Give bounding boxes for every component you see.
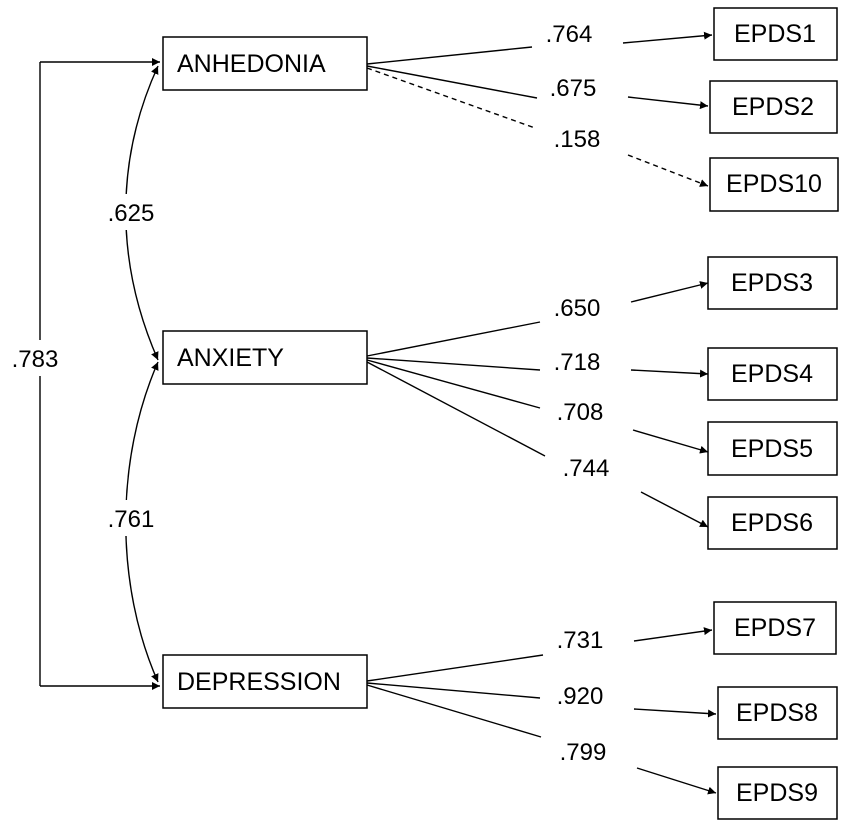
item-epds4-label: EPDS4 xyxy=(731,360,813,388)
item-epds8-box: EPDS8 xyxy=(717,686,838,740)
factor-anxiety-label: ANXIETY xyxy=(177,344,284,372)
path-depression-epds8-b xyxy=(633,708,717,718)
depression-loading-paths xyxy=(366,627,717,795)
path-anxiety-epds5-a xyxy=(366,359,541,409)
path-anxiety-epds4-b xyxy=(630,369,709,378)
path-anhedonia-epds2-b xyxy=(627,96,709,110)
item-epds3-label: EPDS3 xyxy=(731,269,813,297)
path-anhedonia-epds1-a xyxy=(366,46,533,65)
path-anxiety-epds3-b xyxy=(630,281,709,303)
path-anxiety-epds6-b xyxy=(640,491,709,528)
item-epds7-label: EPDS7 xyxy=(734,614,816,642)
factor-anhedonia-label: ANHEDONIA xyxy=(177,50,326,78)
path-anhedonia-epds1-b xyxy=(622,31,713,44)
path-anxiety-epds5-b xyxy=(632,429,709,454)
loading-epds6: .744 xyxy=(563,455,610,482)
item-epds6-box: EPDS6 xyxy=(707,496,838,550)
loading-epds10: .158 xyxy=(554,126,601,153)
path-anhedonia-epds2-a xyxy=(366,65,538,99)
factor-anxiety-box: ANXIETY xyxy=(162,330,368,385)
anxiety-loading-paths xyxy=(366,281,709,528)
loading-epds1: .764 xyxy=(546,21,593,48)
path-depression-epds8-a xyxy=(366,682,541,699)
item-epds1-label: EPDS1 xyxy=(734,20,816,48)
item-epds6-label: EPDS6 xyxy=(731,509,813,537)
item-epds4-box: EPDS4 xyxy=(707,347,838,401)
loading-epds2: .675 xyxy=(550,75,597,102)
factor-depression-box: DEPRESSION xyxy=(162,654,368,709)
path-anxiety-epds4-a xyxy=(366,357,541,371)
item-epds7-box: EPDS7 xyxy=(713,601,837,655)
factor-anhedonia-box: ANHEDONIA xyxy=(162,36,368,91)
item-epds5-label: EPDS5 xyxy=(731,435,813,463)
path-anhedonia-epds10-a xyxy=(366,67,536,129)
item-epds10-label: EPDS10 xyxy=(726,170,822,198)
loading-epds4: .718 xyxy=(554,349,601,376)
anxiety-depression-correlation-label: .761 xyxy=(108,506,155,533)
loading-epds9: .799 xyxy=(560,739,607,766)
item-epds1-box: EPDS1 xyxy=(713,7,838,61)
item-epds9-label: EPDS9 xyxy=(736,779,818,807)
factor-depression-label: DEPRESSION xyxy=(177,668,341,696)
item-epds3-box: EPDS3 xyxy=(707,256,838,310)
loading-epds7: .731 xyxy=(557,627,604,654)
path-anxiety-epds6-a xyxy=(366,361,546,457)
item-epds10-box: EPDS10 xyxy=(709,157,839,212)
loading-epds8: .920 xyxy=(557,683,604,710)
loading-epds5: .708 xyxy=(557,399,604,426)
path-anhedonia-epds10-b xyxy=(627,154,709,187)
path-depression-epds9-b xyxy=(636,767,717,795)
item-epds9-box: EPDS9 xyxy=(717,766,838,820)
item-epds8-label: EPDS8 xyxy=(736,699,818,727)
anhedonia-depression-correlation-label: .783 xyxy=(12,346,59,373)
anhedonia-anxiety-correlation-label: .625 xyxy=(108,200,155,227)
item-epds2-box: EPDS2 xyxy=(709,80,838,134)
item-epds2-label: EPDS2 xyxy=(732,93,814,121)
path-depression-epds7-a xyxy=(366,654,544,682)
loading-epds3: .650 xyxy=(554,295,601,322)
path-anxiety-epds3-a xyxy=(366,321,541,357)
anhedonia-loading-paths xyxy=(366,31,713,187)
item-epds5-box: EPDS5 xyxy=(707,421,838,476)
path-depression-epds7-b xyxy=(633,627,713,642)
path-depression-epds9-a xyxy=(366,684,542,738)
